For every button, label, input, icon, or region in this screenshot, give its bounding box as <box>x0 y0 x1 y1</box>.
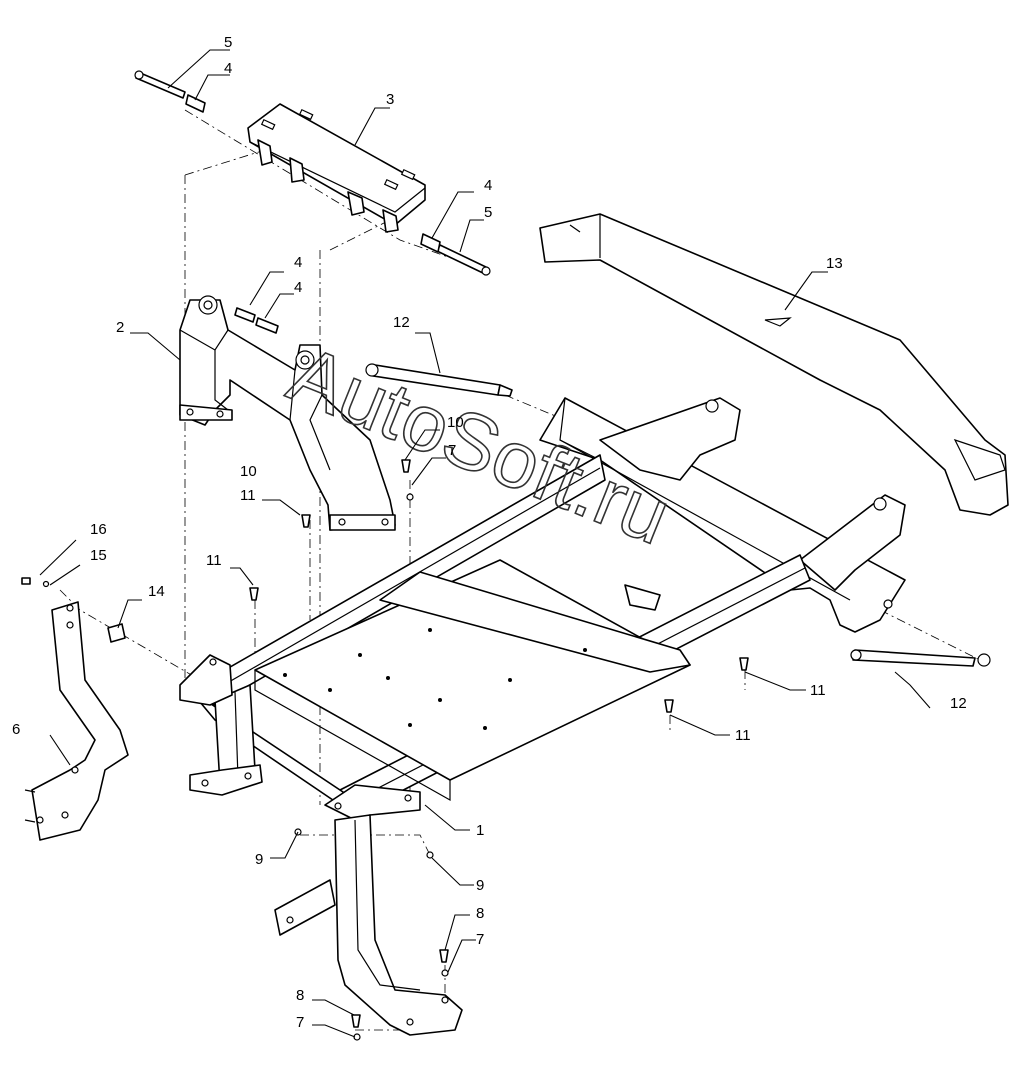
pin-part-5-left <box>134 70 206 113</box>
front-leg-part-1 <box>274 814 463 1036</box>
callout-2: 2 <box>116 319 124 336</box>
fasteners <box>21 459 749 1041</box>
gas-spring-part-12-lower <box>850 649 991 667</box>
hitch-frame-part-2 <box>179 295 396 531</box>
pin-part-5-right <box>420 233 491 276</box>
callout-5: 5 <box>484 204 492 221</box>
callout-8: 8 <box>476 905 484 922</box>
callout-4: 4 <box>224 60 232 77</box>
callout-6: 6 <box>12 721 20 738</box>
callout-8: 8 <box>296 987 304 1004</box>
callout-7: 7 <box>448 442 456 459</box>
side-bracket-part-6 <box>24 601 129 841</box>
callout-11: 11 <box>735 727 751 744</box>
callout-1: 1 <box>476 822 484 839</box>
callout-7: 7 <box>476 931 484 948</box>
callout-leaders <box>39 49 931 1038</box>
callout-14: 14 <box>148 583 165 600</box>
callout-10: 10 <box>240 463 257 480</box>
callout-10: 10 <box>447 414 464 431</box>
callout-16: 16 <box>90 521 107 538</box>
callout-labels: 5 4 3 4 5 13 4 4 2 12 10 7 10 11 16 15 1… <box>12 34 967 1031</box>
top-plate-part-3 <box>247 103 426 233</box>
callout-3: 3 <box>386 91 394 108</box>
callout-13: 13 <box>826 255 843 272</box>
spacers-part-4-center <box>234 307 279 334</box>
callout-4: 4 <box>294 254 302 271</box>
callout-11: 11 <box>206 552 222 569</box>
callout-9: 9 <box>255 851 263 868</box>
callout-7: 7 <box>296 1014 304 1031</box>
callout-9: 9 <box>476 877 484 894</box>
callout-12: 12 <box>950 695 967 712</box>
callout-11: 11 <box>240 487 256 504</box>
gas-spring-part-12-upper <box>365 363 513 397</box>
callout-5: 5 <box>224 34 232 51</box>
main-frame-part-1 <box>179 397 906 821</box>
callout-15: 15 <box>90 547 107 564</box>
callout-12: 12 <box>393 314 410 331</box>
callout-11: 11 <box>810 682 826 699</box>
callout-4: 4 <box>484 177 492 194</box>
cover-beam-part-13 <box>539 213 1009 516</box>
callout-4: 4 <box>294 279 302 296</box>
